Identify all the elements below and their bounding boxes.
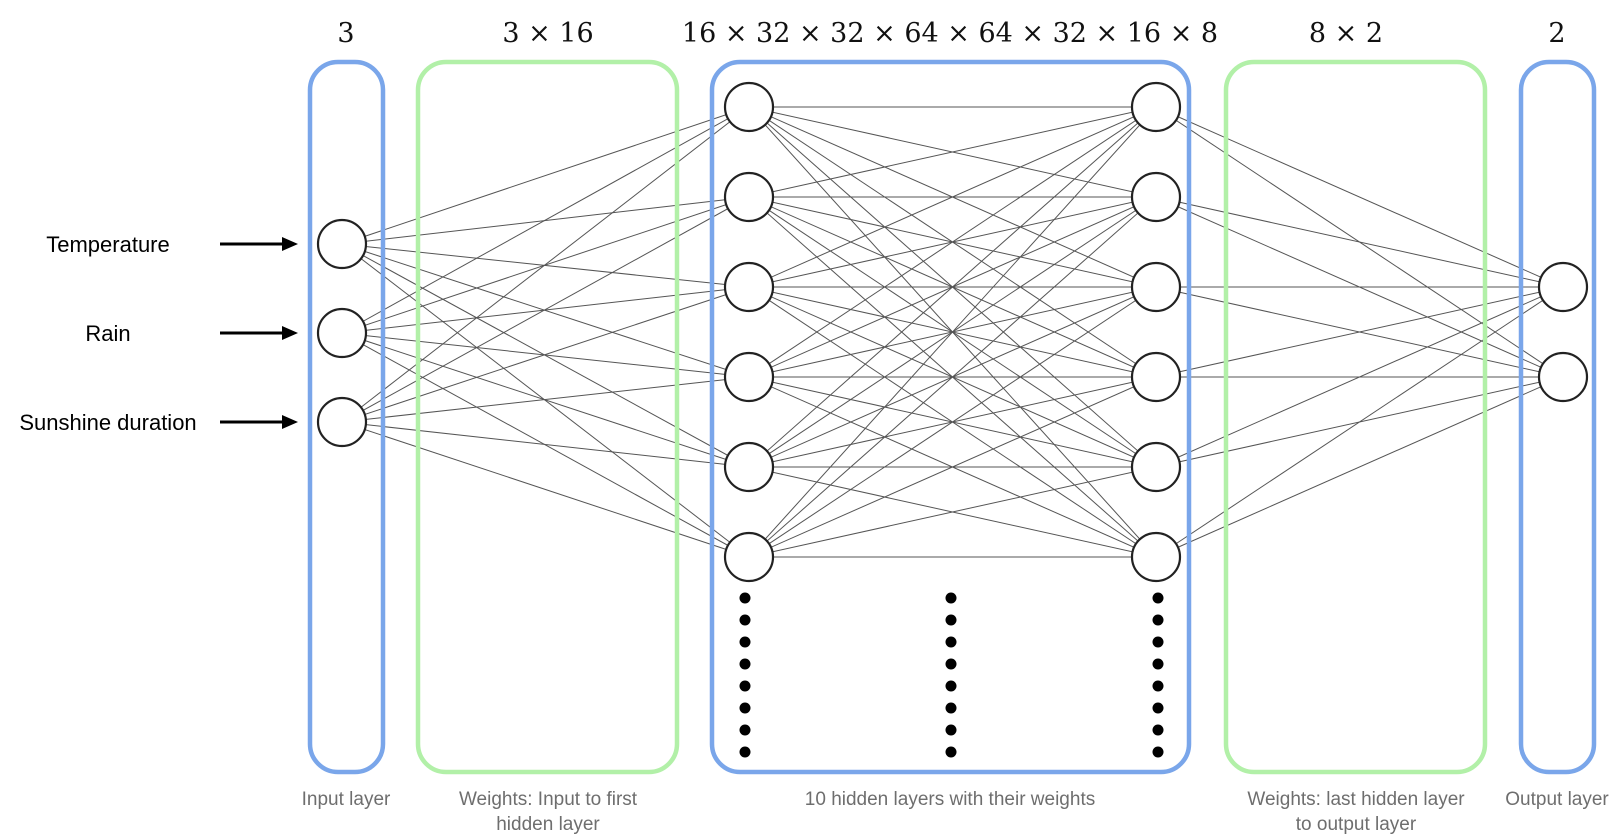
edge-input-to-hidden <box>341 286 750 423</box>
ellipsis-dot <box>945 636 957 648</box>
input-node-1 <box>316 218 368 270</box>
ellipsis-dot <box>945 592 957 604</box>
hidden-first-node-2 <box>723 171 775 223</box>
edge-hidden-to-hidden <box>748 286 1157 558</box>
output-weights-box <box>1223 59 1488 775</box>
hidden-first-node-4 <box>723 351 775 403</box>
input-label-sunshine: Sunshine duration <box>19 410 196 435</box>
edge-input-to-hidden <box>341 421 750 558</box>
ellipsis-dot <box>945 680 957 692</box>
input-node-2 <box>316 307 368 359</box>
output-weights-dim-label: 8 × 2 <box>1309 18 1383 49</box>
connection-edges <box>341 106 1564 558</box>
edge-hidden-to-output <box>1155 106 1564 288</box>
ellipsis-dot <box>739 592 751 604</box>
edge-hidden-to-hidden <box>748 196 1157 558</box>
hidden-last-node-2 <box>1130 171 1182 223</box>
ellipsis-dots <box>739 592 1164 758</box>
edge-hidden-to-output <box>1155 376 1564 558</box>
ellipsis-dot <box>1152 724 1164 736</box>
ellipsis-dot <box>739 702 751 714</box>
ellipsis-dot <box>945 702 957 714</box>
ellipsis-dot <box>945 658 957 670</box>
ellipsis-dot <box>945 746 957 758</box>
caption-output-layer: Output layer <box>1505 789 1609 810</box>
hidden-last-node-6 <box>1130 531 1182 583</box>
edge-input-to-hidden <box>341 106 750 423</box>
caption-input-layer: Input layer <box>302 789 391 810</box>
input-node-3 <box>316 396 368 448</box>
hidden-first-node-3 <box>723 261 775 313</box>
ellipsis-dot <box>945 724 957 736</box>
hidden-dim-label: 16 × 32 × 32 × 64 × 64 × 32 × 16 × 8 <box>682 18 1218 49</box>
output-node-2 <box>1537 351 1589 403</box>
input-arrow-sunshine <box>220 415 298 429</box>
ellipsis-dot <box>1152 658 1164 670</box>
hidden-last-node-4 <box>1130 351 1182 403</box>
caption-output-weights-line1: Weights: last hidden layer <box>1247 789 1465 810</box>
edge-hidden-to-hidden <box>748 106 1157 378</box>
ellipsis-dot <box>739 658 751 670</box>
edge-input-to-hidden <box>341 421 750 468</box>
hidden-last-node-5 <box>1130 441 1182 493</box>
ellipsis-dot <box>945 614 957 626</box>
edge-hidden-to-hidden <box>748 466 1157 558</box>
caption-output-weights-line2: to output layer <box>1296 814 1417 835</box>
edge-input-to-hidden <box>341 376 750 423</box>
ellipsis-dot <box>1152 746 1164 758</box>
caption-hidden-layers: 10 hidden layers with their weights <box>805 789 1095 810</box>
edge-hidden-to-hidden <box>748 106 1157 468</box>
hidden-first-node-6 <box>723 531 775 583</box>
input-weights-box <box>415 59 680 775</box>
ellipsis-dot <box>739 746 751 758</box>
ellipsis-dot <box>1152 702 1164 714</box>
input-dim-label: 3 <box>337 18 354 49</box>
ellipsis-dot <box>739 636 751 648</box>
hidden-layers-box <box>709 59 1192 775</box>
ellipsis-dot <box>1152 636 1164 648</box>
edge-hidden-to-hidden <box>748 106 1157 288</box>
input-label-temperature: Temperature <box>46 232 170 257</box>
ellipsis-dot <box>739 724 751 736</box>
hidden-last-node-3 <box>1130 261 1182 313</box>
ellipsis-dot <box>1152 680 1164 692</box>
edge-input-to-hidden <box>341 106 750 245</box>
caption-input-weights-line2: hidden layer <box>496 814 600 835</box>
hidden-last-node-1 <box>1130 81 1182 133</box>
edge-input-to-hidden <box>341 196 750 423</box>
edge-hidden-to-output <box>1155 286 1564 558</box>
edge-hidden-to-hidden <box>748 106 1157 558</box>
input-layer-box <box>307 59 386 775</box>
edge-hidden-to-hidden <box>748 106 1157 198</box>
input-arrow-rain <box>220 326 298 340</box>
input-weights-dim-label: 3 × 16 <box>502 18 593 49</box>
output-node-1 <box>1537 261 1589 313</box>
caption-input-weights-line1: Weights: Input to first <box>459 789 638 810</box>
hidden-first-node-5 <box>723 441 775 493</box>
edge-hidden-to-output <box>1155 196 1564 288</box>
input-arrow-temperature <box>220 237 298 251</box>
input-label-rain: Rain <box>85 321 130 346</box>
output-dim-label: 2 <box>1548 18 1565 49</box>
ellipsis-dot <box>1152 614 1164 626</box>
ellipsis-dot <box>1152 592 1164 604</box>
output-layer-box <box>1518 59 1597 775</box>
ellipsis-dot <box>739 614 751 626</box>
edge-input-to-hidden <box>341 106 750 334</box>
ellipsis-dot <box>739 680 751 692</box>
edge-hidden-to-hidden <box>748 376 1157 558</box>
hidden-first-node-1 <box>723 81 775 133</box>
neuron-nodes <box>316 81 1589 583</box>
